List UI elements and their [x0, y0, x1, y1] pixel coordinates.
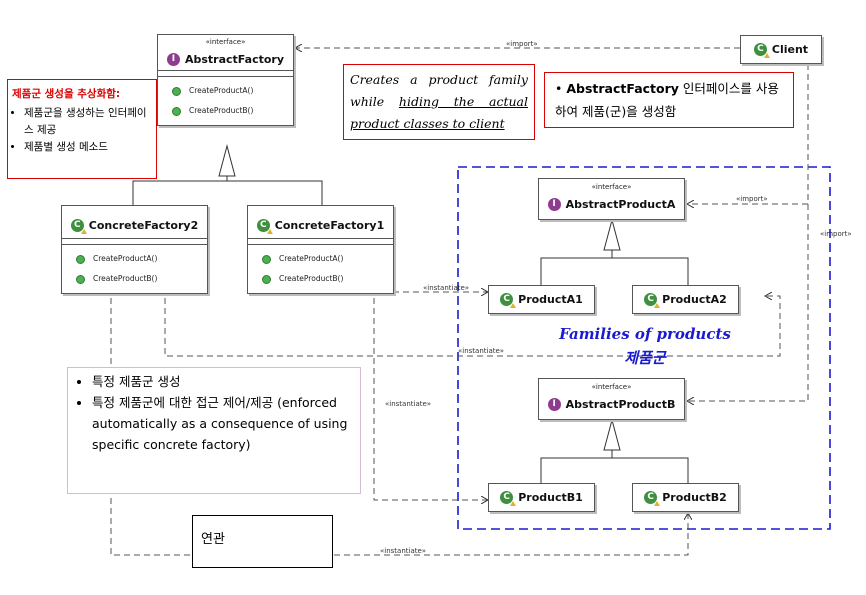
note-text: 연관	[201, 532, 225, 547]
note-underlined-text: hiding the actual product classes to cli…	[350, 94, 528, 131]
note-text: 인터페이스를 사용하여 제품(군)을 생성함	[555, 81, 779, 119]
association-note: 연관	[192, 515, 333, 568]
abstract-factory-usage-note: • AbstractFactory 인터페이스를 사용하여 제품(군)을 생성함	[544, 72, 794, 128]
product-family-note: Creates a product family while hiding th…	[343, 64, 535, 140]
note-bold-text: AbstractFactory	[566, 81, 679, 96]
abstract-factory-class[interactable]: «interface» I AbstractFactory CreateProdu…	[157, 34, 294, 126]
note-item: 특정 제품군 생성	[92, 371, 352, 392]
method-label: CreateProductA()	[189, 86, 254, 95]
instantiate-cf1-b1	[373, 298, 488, 500]
stereotype: «interface»	[591, 183, 632, 191]
families-caption: Families of products 제품군	[540, 322, 750, 370]
note-item: 제품군을 생성하는 인터페이스 제공	[24, 105, 152, 139]
method-icon	[172, 106, 181, 116]
import-label: «import»	[736, 195, 768, 203]
instantiate-label: «instantiate»	[385, 400, 432, 408]
method-icon	[172, 86, 181, 96]
class-name: ConcreteFactory1	[274, 219, 385, 232]
abstract-product-b-class[interactable]: «interface» I AbstractProductB	[538, 378, 685, 420]
class-icon: C	[644, 293, 661, 308]
class-icon: C	[644, 491, 661, 506]
class-name: ProductA2	[662, 293, 727, 306]
class-name: AbstractProductA	[565, 198, 676, 211]
interface-icon: I	[166, 53, 180, 66]
class-icon: C	[70, 219, 87, 234]
class-name: AbstractFactory	[184, 53, 285, 66]
method-icon	[262, 274, 271, 284]
class-icon: C	[256, 219, 273, 234]
class-name: Client	[771, 43, 809, 56]
instantiate-label: «instantiate»	[423, 284, 470, 292]
families-boundary	[457, 166, 831, 530]
instantiate-label: «instantiate»	[380, 547, 427, 555]
stereotype: «interface»	[591, 383, 632, 391]
stereotype: «interface»	[205, 38, 246, 46]
class-name: ConcreteFactory2	[88, 219, 199, 232]
abstract-product-a-class[interactable]: «interface» I AbstractProductA	[538, 178, 685, 220]
concrete-factory-note: 특정 제품군 생성 특정 제품군에 대한 접근 제어/제공 (enforced …	[67, 367, 361, 494]
note-text: Creates a product family while	[350, 72, 528, 109]
class-icon: C	[500, 293, 517, 308]
method-icon	[76, 254, 85, 264]
class-name: ProductB1	[518, 491, 583, 504]
note-item: 제품별 생성 메소드	[24, 139, 152, 156]
method-icon	[262, 254, 271, 264]
class-name: ProductB2	[662, 491, 727, 504]
method-label: CreateProductB()	[189, 106, 254, 115]
class-icon: C	[753, 43, 770, 58]
instantiate-cf2-a2	[164, 296, 781, 357]
note-title: 제품군 생성을 추상화함:	[12, 88, 121, 100]
import-client-product-b	[687, 64, 809, 401]
method-label: CreateProductB()	[279, 274, 344, 283]
import-label: «import»	[820, 230, 852, 238]
import-label: «import»	[506, 40, 538, 48]
method-icon	[76, 274, 85, 284]
instantiate-cf2-b2	[110, 298, 688, 556]
method-label: CreateProductB()	[93, 274, 158, 283]
factory-abstraction-note: 제품군 생성을 추상화함: 제품군을 생성하는 인터페이스 제공 제품별 생성 …	[7, 79, 157, 179]
class-name: AbstractProductB	[565, 398, 676, 411]
method-label: CreateProductA()	[279, 254, 344, 263]
families-ko: 제품군	[624, 349, 666, 367]
class-name: ProductA1	[518, 293, 583, 306]
note-item: 특정 제품군에 대한 접근 제어/제공 (enforced automatica…	[92, 392, 352, 455]
families-en: Families of products	[559, 325, 731, 343]
instantiate-label: «instantiate»	[458, 347, 505, 355]
interface-icon: I	[547, 398, 561, 411]
class-icon: C	[500, 491, 517, 506]
interface-icon: I	[547, 198, 561, 211]
method-label: CreateProductA()	[93, 254, 158, 263]
